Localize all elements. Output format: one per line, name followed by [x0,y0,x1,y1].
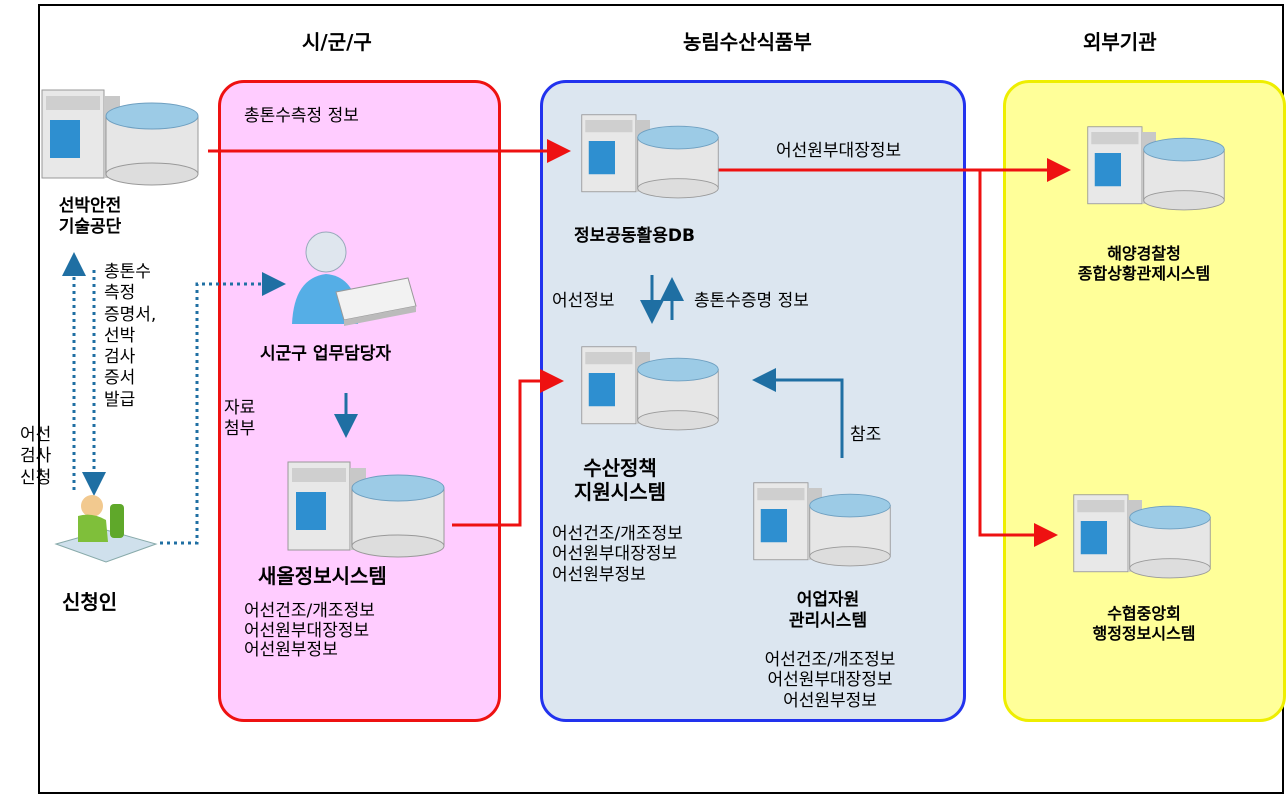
arrow-applicant-to-officer [160,272,286,545]
server-db-icon [753,482,891,567]
datalist-fishery-resources: 어선건조/개조정보 어선원부대장정보 어선원부정보 [764,650,896,711]
label-certificates: 총톤수 측정 증명서, 선박 검사 증서 발급 [104,262,157,410]
label-vessel-info: 어선정보 [552,291,615,311]
officer-person-icon [292,231,417,326]
server-db-icon [581,346,719,431]
arrow-saeol-to-policy [452,369,564,527]
label-inspection-request: 어선 검사 신청 [20,425,52,488]
label-attach: 자료 첨부 [224,398,256,440]
server-db-icon [1087,126,1225,211]
node-officer: 시군구 업무담당자 [260,344,392,364]
column-title-sigungu: 시/군/구 [302,30,372,54]
label-tonnage-cert-info: 총톤수증명 정보 [694,291,809,311]
node-coast-guard: 해양경찰청 종합상황관제시스템 [1077,244,1211,283]
label-reference: 참조 [850,425,882,445]
column-title-ministry: 농림수산식품부 [683,30,812,54]
label-tonnage-info: 총톤수측정 정보 [244,106,359,126]
node-ship-safety: 선박안전 기술공단 [58,196,122,237]
column-title-external: 외부기관 [1083,30,1157,54]
connector-arrows [62,139,1071,547]
datalist-saeol: 어선건조/개조정보 어선원부대장정보 어선원부정보 [244,601,375,661]
server-db-icon [41,89,199,186]
node-fisheries-policy: 수산정책 지원시스템 [574,456,666,505]
applicant-person-icon [54,495,158,563]
server-db-icon [287,461,445,558]
server-db-icon [1073,494,1211,579]
panel-sigungu [218,80,501,722]
node-shared-db: 정보공동활용DB [574,226,695,246]
diagram-stage: 시/군/구 농림수산식품부 외부기관 [20,4,1286,794]
node-fishery-resources: 어업자원 관리시스템 [788,590,868,631]
arrow-shareddb-to-nfc [978,170,1058,547]
arrow-resources-to-policy [752,368,844,458]
datalist-fisheries-policy: 어선건조/개조정보 어선원부대장정보 어선원부정보 [552,524,683,585]
node-nfc: 수협중앙회 행정정보시스템 [1092,604,1196,643]
node-saeol: 새올정보시스템 [258,564,387,588]
server-db-icon [581,114,719,199]
label-crew-ledger: 어선원부대장정보 [776,141,902,161]
node-applicant: 신청인 [62,590,118,614]
